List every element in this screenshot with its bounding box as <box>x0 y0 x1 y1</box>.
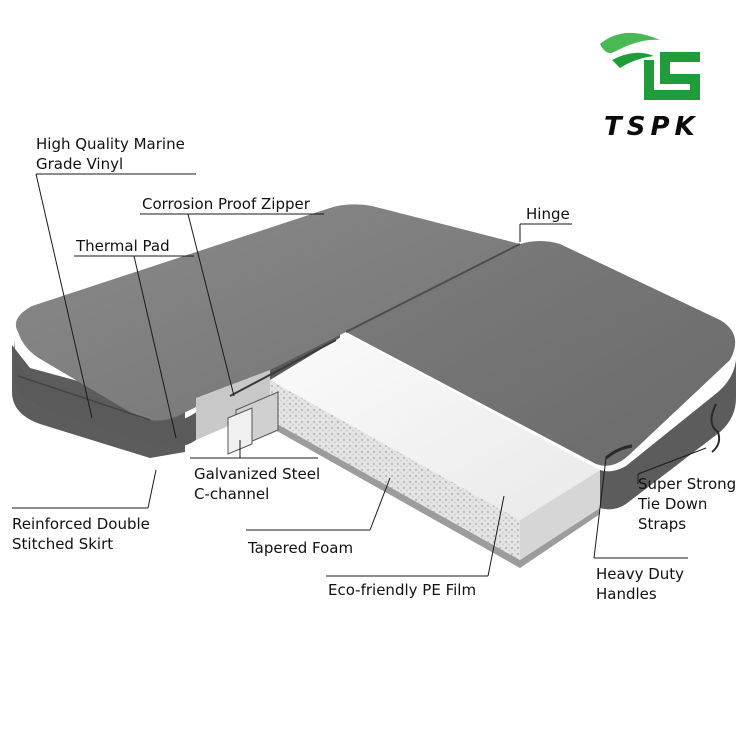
handle <box>605 444 633 460</box>
leader-hinge <box>519 223 572 242</box>
cover-left-half <box>12 204 520 458</box>
cover-right-top <box>346 241 736 466</box>
label-vinyl-line1: High Quality Marine <box>36 135 185 153</box>
cover-right-side <box>600 360 736 510</box>
label-foam-line1: Tapered Foam <box>248 539 354 557</box>
leader-thermal-pad <box>74 255 194 439</box>
label-skirt: Reinforced Double Stitched Skirt <box>12 514 150 554</box>
label-steel: Galvanized Steel C-channel <box>194 464 320 504</box>
brand-name: TSPK <box>604 112 700 142</box>
label-handles-line2: Handles <box>596 585 657 603</box>
label-zipper-line1: Corrosion Proof Zipper <box>142 195 310 213</box>
label-hinge-line1: Hinge <box>526 205 570 223</box>
label-straps: Super Strong Tie Down Straps <box>638 474 736 534</box>
foam-core <box>268 334 600 568</box>
label-straps-line2: Tie Down <box>638 495 708 513</box>
label-skirt-line2: Stitched Skirt <box>12 535 114 553</box>
label-skirt-line1: Reinforced Double <box>12 515 150 533</box>
label-pe-film: Eco-friendly PE Film <box>328 580 476 600</box>
thermal-pad-region <box>196 339 337 440</box>
cover-right-half <box>345 241 736 510</box>
cover-left-side <box>14 326 340 448</box>
leader-lines <box>12 173 707 577</box>
leader-skirt <box>12 469 157 509</box>
leader-steel <box>190 440 318 459</box>
label-pe-film-line1: Eco-friendly PE Film <box>328 581 477 599</box>
foam-side-texture <box>270 380 520 560</box>
leader-foam <box>246 477 391 531</box>
c-channel-front <box>227 407 253 455</box>
label-steel-line2: C-channel <box>194 485 270 503</box>
leader-pe-film <box>326 495 505 577</box>
tie-down-strap <box>710 403 721 453</box>
logo-leaf-small <box>612 52 654 68</box>
logo-leaf-large <box>600 32 660 53</box>
label-straps-line1: Super Strong <box>638 475 737 493</box>
label-vinyl: High Quality Marine Grade Vinyl <box>36 134 185 174</box>
cover-left-top <box>15 204 520 421</box>
foam-top <box>270 334 600 520</box>
leader-straps <box>637 447 707 484</box>
label-handles-line1: Heavy Duty <box>596 565 685 583</box>
label-vinyl-line2: Grade Vinyl <box>36 155 124 173</box>
leader-zipper <box>140 213 324 397</box>
label-zipper: Corrosion Proof Zipper <box>142 194 310 214</box>
label-foam: Tapered Foam <box>248 538 353 558</box>
tspk-leaf-s-logo-icon <box>600 32 700 100</box>
label-steel-line1: Galvanized Steel <box>194 465 321 483</box>
label-thermal-pad: Thermal Pad <box>76 236 170 256</box>
logo-stem <box>644 60 654 100</box>
logo-s-curve <box>644 52 700 100</box>
label-thermal-pad-line1: Thermal Pad <box>76 237 170 255</box>
skirt-stitch-line <box>17 375 151 421</box>
label-hinge: Hinge <box>526 204 570 224</box>
leader-vinyl <box>35 173 196 419</box>
label-handles: Heavy Duty Handles <box>596 564 684 604</box>
foam-front <box>520 470 600 560</box>
zipper-track <box>229 339 337 397</box>
thermal-pad <box>196 370 270 440</box>
label-straps-line3: Straps <box>638 515 687 533</box>
leader-handles <box>593 457 688 559</box>
steel-c-channel <box>227 391 279 455</box>
hinge-seam <box>345 243 521 333</box>
